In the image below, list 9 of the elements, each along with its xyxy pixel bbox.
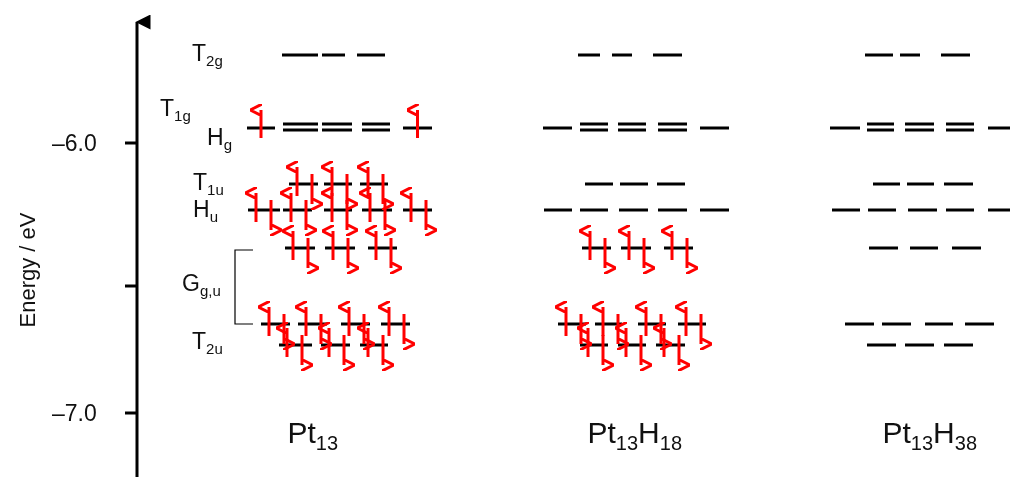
axis-tick-label: –7.0 [52,402,97,425]
cluster-label: Pt$_{13}$H$_{38}$ [882,418,978,448]
cluster-label: Pt$_{13}$H$_{18}$ [587,418,683,448]
axis-tick-label: –6.0 [52,132,97,155]
cluster-label: Pt$_{13}$ [287,418,339,448]
axis-title: Energy / eV [17,212,39,328]
symmetry-label: T$_{1u}$ [193,171,224,194]
symmetry-label: T$_{2u}$ [192,330,223,353]
symmetry-label: H$_{u}$ [193,198,218,221]
